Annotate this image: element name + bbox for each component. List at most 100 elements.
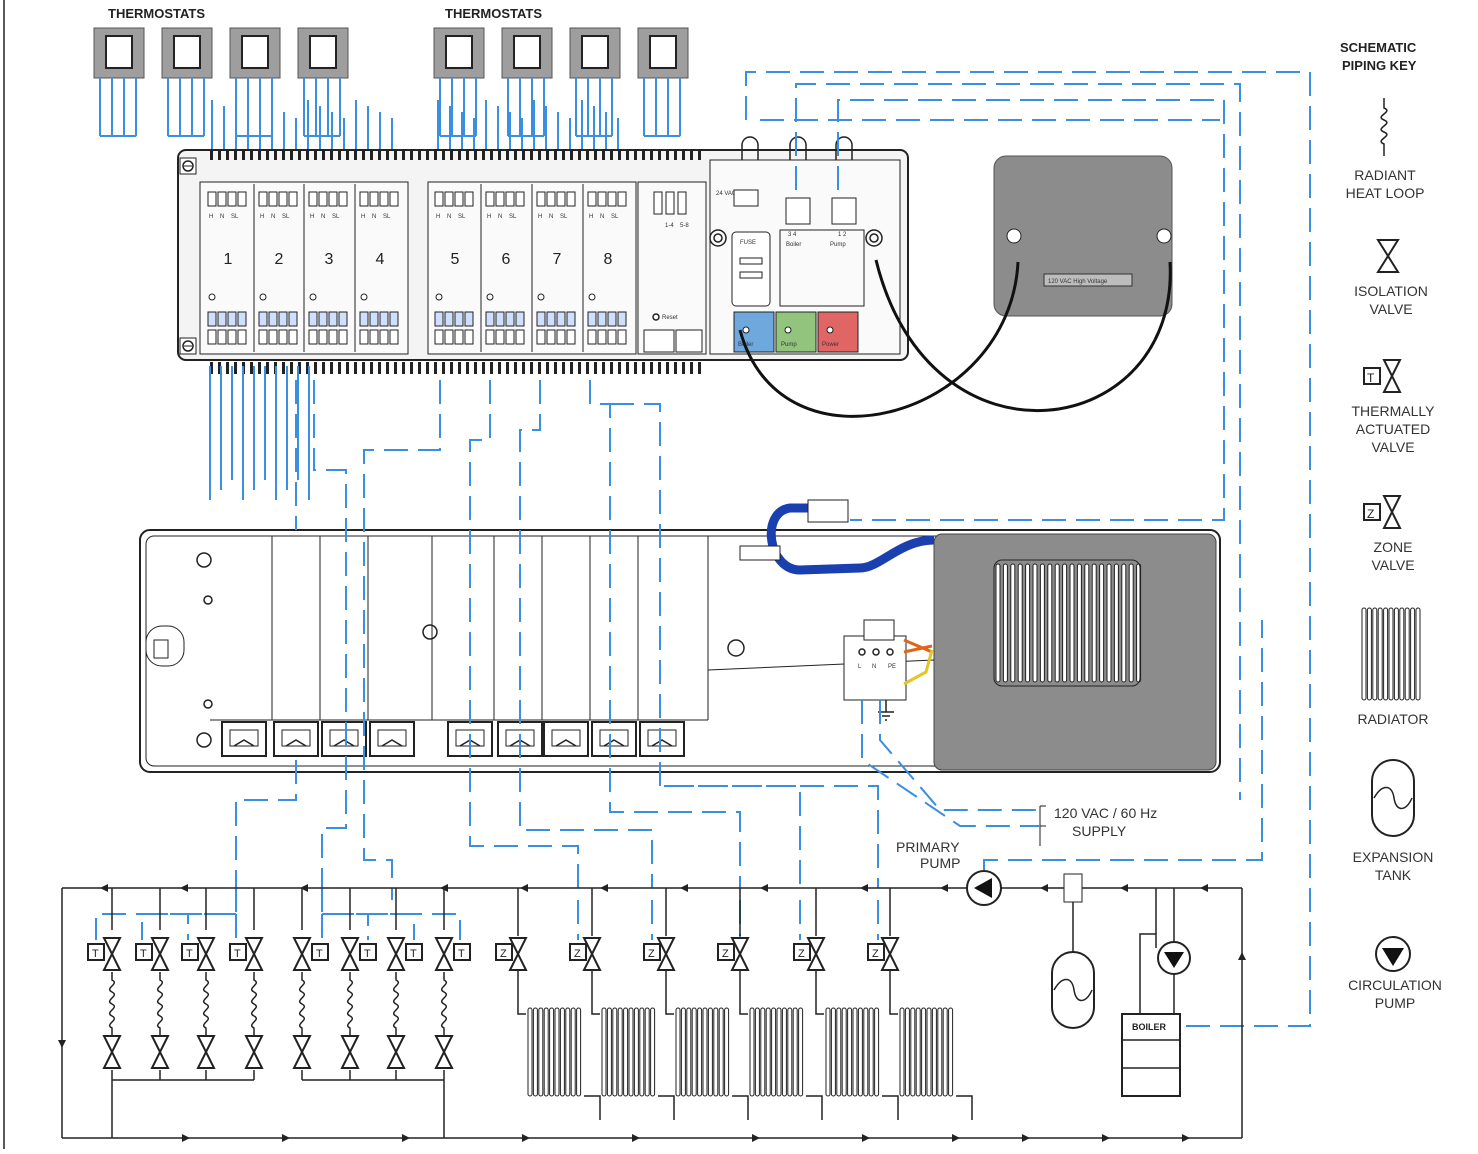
flow-arrow-icon	[100, 884, 108, 892]
svg-text:T: T	[1367, 371, 1375, 385]
svg-text:Z: Z	[648, 948, 655, 960]
screw-icon	[179, 337, 197, 355]
dip-switch[interactable]	[643, 329, 675, 353]
power-indicator-button[interactable]: Power	[817, 311, 859, 353]
flow-arrow-icon	[282, 1134, 290, 1142]
vent-slot	[1010, 563, 1016, 683]
vent-slot	[1017, 563, 1023, 683]
vent-slot	[1047, 563, 1053, 683]
zone-led	[208, 293, 216, 301]
thermostat-icon	[161, 27, 213, 79]
terminal-label: H	[361, 214, 365, 220]
terminal-label: N	[498, 214, 502, 220]
svg-text:ZONE: ZONE	[1374, 539, 1413, 555]
svg-text:ACTUATED: ACTUATED	[1356, 421, 1430, 437]
radiator-zone: Z	[569, 888, 675, 1120]
aux-terminal-label: 5-8	[680, 223, 689, 229]
radiator-zone: Z	[793, 888, 899, 1120]
terminal-label: H	[487, 214, 491, 220]
flow-arrow-icon	[520, 884, 528, 892]
terminal-label: H	[310, 214, 314, 220]
key-title-line1: SCHEMATIC	[1340, 40, 1417, 55]
flow-arrow-icon	[402, 1134, 410, 1142]
radiant-loop: T	[386, 888, 423, 1080]
pump-indicator-button[interactable]: Pump	[775, 311, 817, 353]
zone-led	[537, 293, 545, 301]
svg-text:T: T	[364, 948, 371, 960]
svg-text:N: N	[872, 664, 876, 670]
vent-slot	[1039, 563, 1045, 683]
boiler-icon: BOILER	[1121, 1013, 1181, 1097]
terminal-boiler	[785, 197, 811, 225]
svg-text:Z: Z	[500, 948, 507, 960]
circulation-pump-icon	[1139, 888, 1191, 1014]
vent-slot	[1121, 563, 1127, 683]
terminal-label: N	[321, 214, 325, 220]
radiator-icon	[899, 1007, 954, 1097]
rj-jack-icon	[639, 721, 685, 757]
zone-led	[486, 293, 494, 301]
radiator-zone: Z	[717, 888, 823, 1120]
radiant-loop-icon	[1380, 98, 1388, 156]
terminal-label: SL	[231, 214, 239, 220]
zone-number: 2	[275, 251, 284, 268]
flow-arrow-icon	[632, 1134, 640, 1142]
svg-text:PUMP: PUMP	[1375, 995, 1415, 1011]
svg-text:PE: PE	[888, 664, 896, 670]
svg-text:T: T	[186, 948, 193, 960]
svg-text:T: T	[234, 948, 241, 960]
flow-arrow-icon	[752, 1134, 760, 1142]
svg-text:CIRCULATION: CIRCULATION	[1348, 977, 1442, 993]
terminal-label: SL	[332, 214, 340, 220]
zone-valve-icon: Z	[1363, 495, 1402, 529]
dip-switch[interactable]	[675, 329, 703, 353]
thermostat-icon	[637, 27, 689, 79]
radiator-zone: Z	[495, 888, 601, 1120]
radiator-icon	[749, 1007, 804, 1097]
zone-number: 5	[451, 251, 460, 268]
radiant-loop: T	[292, 888, 329, 1080]
screw-icon	[179, 157, 197, 175]
primary-pump-icon	[966, 870, 1002, 906]
terminal-label: SL	[611, 214, 619, 220]
vent-slot	[1084, 563, 1090, 683]
svg-text:L: L	[858, 664, 862, 670]
svg-text:ISOLATION: ISOLATION	[1354, 283, 1428, 299]
thermostat-icon	[501, 27, 553, 79]
reset-button[interactable]: Reset	[652, 313, 678, 321]
rj-jack-icon	[543, 721, 589, 757]
vent-slot	[1106, 563, 1112, 683]
terminal-label: H	[260, 214, 264, 220]
svg-text:Z: Z	[798, 948, 805, 960]
rj-jack-icon	[591, 721, 637, 757]
zone-number: 8	[604, 251, 613, 268]
vent-slot	[1069, 563, 1075, 683]
terminal-label: N	[271, 214, 275, 220]
radiator-icon	[675, 1007, 730, 1097]
boiler-terminal-label: Boiler	[786, 242, 801, 248]
primary-pump-label-line2: PUMP	[920, 855, 960, 871]
terminal-label: SL	[560, 214, 568, 220]
vent-slot	[1099, 563, 1105, 683]
radiant-loop: T	[229, 888, 264, 1080]
flow-arrow-icon	[522, 1134, 530, 1142]
svg-text:RADIANT: RADIANT	[1354, 167, 1416, 183]
high-voltage-module: 120 VAC High Voltage	[993, 155, 1173, 317]
flow-arrow-icon	[680, 884, 688, 892]
radiant-loop: T	[434, 888, 471, 1080]
rj-jack-icon	[221, 721, 267, 757]
supply-label-line2: SUPPLY	[1072, 823, 1127, 839]
gland-icon	[865, 229, 883, 247]
flow-arrow-icon	[1040, 884, 1048, 892]
expansion-tank-icon	[1371, 759, 1415, 837]
terminal-label: N	[549, 214, 553, 220]
vent-slot	[1062, 563, 1068, 683]
flow-arrow-icon	[180, 884, 188, 892]
svg-text:T: T	[92, 948, 99, 960]
thermostat-icon	[569, 27, 621, 79]
thermostat-icon	[433, 27, 485, 79]
radiator-zone: Z	[867, 888, 973, 1120]
terminal-label: H	[209, 214, 213, 220]
flow-arrow-icon	[1102, 1134, 1110, 1142]
